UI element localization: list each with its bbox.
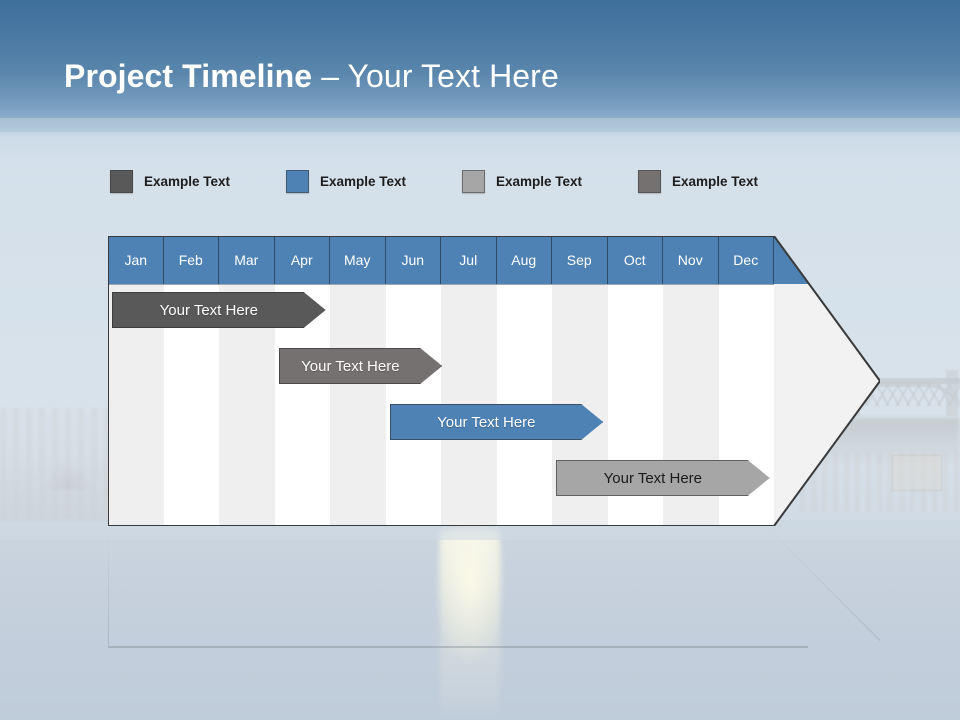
month-header-cell[interactable]: Sep [552,236,608,284]
month-header-cell[interactable]: Oct [607,236,663,284]
task-bar-shape [112,292,326,328]
month-header-cell[interactable]: Nov [663,236,719,284]
timeline-chart: Jan Feb Mar Apr May Jun Jul Aug Sep Oct Nov Dec You… [108,236,880,526]
task-bar[interactable]: Your Text Here [279,348,443,384]
month-header-cell[interactable]: Mar [219,236,275,284]
page-title-separator: – [312,58,348,94]
background-sun-glare [440,530,500,715]
legend-label: Example Text [144,173,231,189]
legend-label: Example Text [320,173,407,189]
page-title: Project Timeline – Your Text Here [64,58,559,95]
month-label: Jun [401,252,425,268]
legend-item[interactable]: Example Text [638,168,758,194]
month-label: Apr [290,252,313,268]
task-bar-label: Your Text Here [437,413,536,431]
month-label: Dec [733,252,759,268]
month-header-cell[interactable]: May [330,236,386,284]
month-label: Nov [677,252,703,268]
month-label: Feb [178,252,203,268]
task-bar[interactable]: Your Text Here [112,292,326,328]
task-bar-label: Your Text Here [159,301,259,319]
month-header-row: Jan Feb Mar Apr May Jun Jul Aug Sep Oct Nov Dec [108,236,774,284]
month-label: Aug [511,252,537,268]
task-bar[interactable]: Your Text Here [556,460,770,496]
task-bar[interactable]: Your Text Here [390,404,604,440]
legend-swatch-icon [462,169,485,193]
title-band [0,0,960,132]
title-band-fade [0,118,960,160]
task-bar-shape [279,348,443,384]
month-header-cell[interactable]: Aug [496,236,552,284]
month-header-cell[interactable]: Jan [108,236,164,284]
legend-item[interactable]: Example Text [462,168,582,194]
month-header-cell[interactable]: Jul [441,236,497,284]
legend: Example Text Example Text Example Text Exam… [110,168,870,194]
month-label: Jul [459,252,478,268]
task-bar-shape [556,460,770,496]
legend-swatch-icon [110,169,133,193]
page-title-light: Your Text Here [347,58,559,94]
header-underline [108,284,774,285]
month-header-cell[interactable]: Jun [385,236,441,284]
month-label: Sep [566,252,592,268]
legend-label: Example Text [672,173,759,189]
month-label: May [344,252,371,268]
task-bar-label: Your Text Here [603,469,703,487]
month-header-cell[interactable]: Feb [163,236,219,284]
task-bar-label: Your Text Here [301,357,400,375]
page-title-strong: Project Timeline [64,58,313,94]
month-header-arrow-wedge [774,236,809,284]
legend-swatch-icon [286,169,309,193]
legend-item[interactable]: Example Text [110,168,230,194]
task-bar-shape [390,404,604,440]
legend-label: Example Text [496,173,583,189]
month-header-cell[interactable]: Apr [274,236,330,284]
month-label: Oct [623,252,646,268]
month-header-cell[interactable]: Dec [718,236,774,284]
month-label: Jan [124,252,148,268]
legend-swatch-icon [638,169,661,193]
legend-item[interactable]: Example Text [286,168,406,194]
month-label: Mar [234,252,259,268]
